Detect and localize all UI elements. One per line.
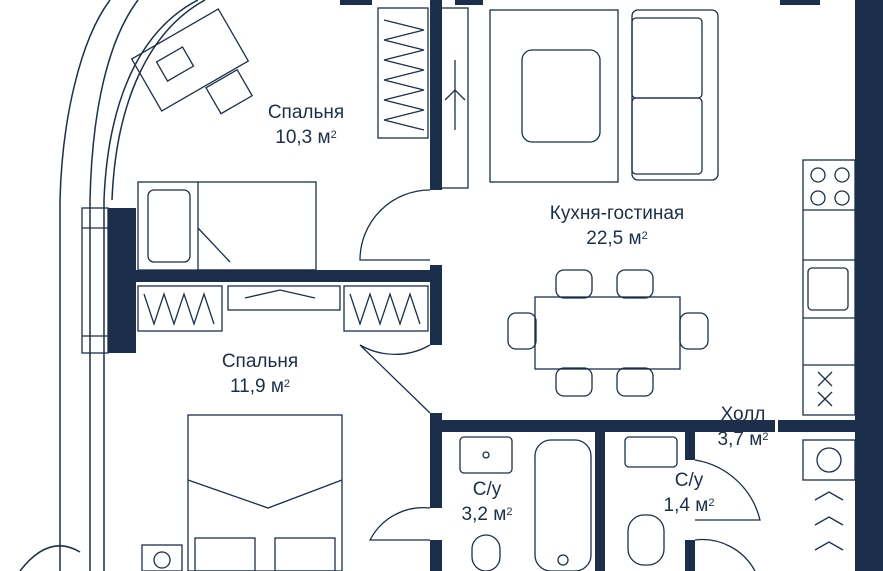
wardrobe-right: [343, 285, 429, 332]
facade-curve-mid: [89, 0, 139, 571]
desk: [130, 8, 254, 115]
room-area: 10,3 м: [275, 127, 331, 148]
room-label-bedroom-1: Спальня 10,3 м2: [268, 100, 344, 150]
room-label-hall: Холл 3,7 м2: [718, 402, 769, 452]
bed-lower: [187, 414, 343, 571]
room-area: 3,2 м: [461, 504, 507, 525]
room-label-bathroom-2: С/у 1,4 м2: [664, 468, 715, 518]
area-unit-sup: 2: [762, 431, 769, 443]
area-unit-sup: 2: [708, 497, 715, 509]
area-unit-sup: 2: [506, 506, 513, 518]
area-unit-sup: 2: [641, 230, 648, 242]
walls: [108, 0, 883, 571]
room-name: С/у: [472, 479, 502, 500]
sink-2: [624, 436, 678, 468]
room-name: Кухня-гостиная: [549, 203, 685, 224]
kitchen-counter: [802, 159, 856, 416]
bathtub: [534, 439, 592, 571]
bay-arc: [19, 545, 81, 571]
room-area: 1,4 м: [663, 495, 709, 516]
rug: [489, 9, 619, 183]
room-name: С/у: [674, 470, 704, 491]
facade-curve-inner: [103, 0, 199, 571]
room-area: 11,9 м: [229, 376, 284, 397]
wardrobe-top: [377, 7, 429, 139]
sink-1: [459, 436, 513, 474]
facade-curve-outer: [59, 0, 111, 571]
area-unit-sup: 2: [330, 129, 337, 141]
room-label-bedroom-2: Спальня 11,9 м2: [222, 349, 298, 399]
room-name: Холл: [720, 404, 766, 425]
area-unit-sup: 2: [283, 378, 291, 390]
sofa: [631, 9, 719, 181]
dining-table: [534, 296, 681, 370]
room-name: Спальня: [221, 351, 299, 372]
room-label-kitchen-living: Кухня-гостиная 22,5 м2: [550, 201, 684, 251]
room-area: 3,7 м: [717, 429, 763, 450]
room-label-bathroom-1: С/у 3,2 м2: [462, 477, 513, 527]
wardrobe-left: [137, 285, 223, 332]
bed-upper: [137, 181, 317, 271]
room-area: 22,5 м: [586, 228, 642, 249]
room-name: Спальня: [267, 102, 345, 123]
